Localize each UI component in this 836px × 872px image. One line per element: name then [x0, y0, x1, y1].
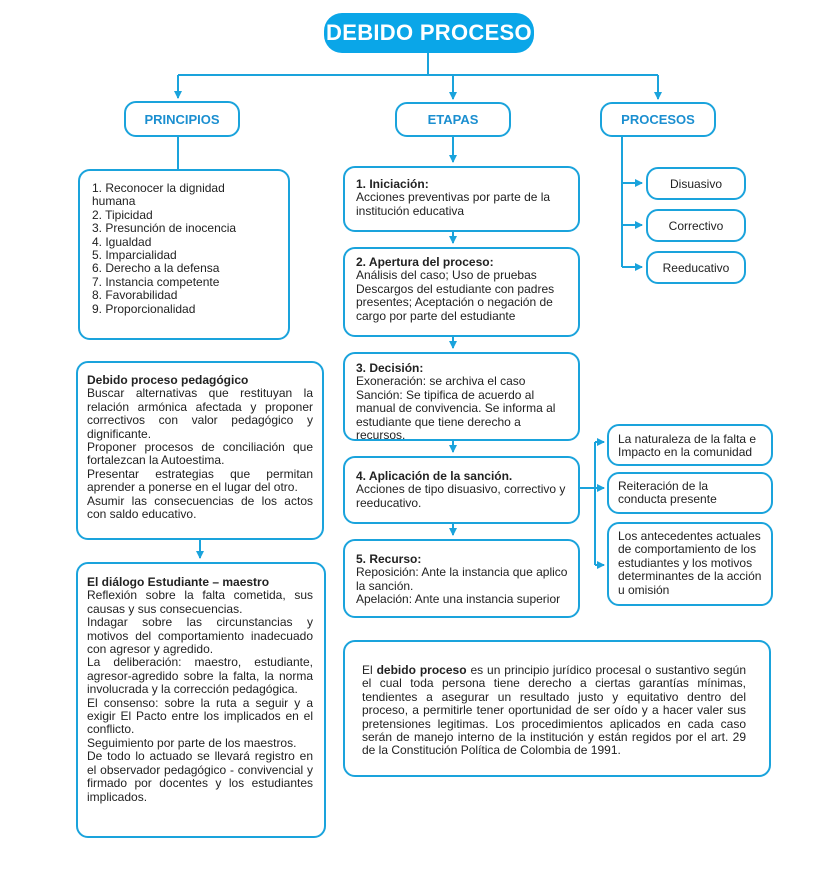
principio-item: humana — [92, 194, 136, 209]
definicion-text: El debido proceso es un principio jurídi… — [362, 663, 747, 758]
dialogo-content: El diálogo Estudiante – maestro Reflexió… — [87, 575, 313, 804]
principio-item: 1. Reconocer la dignidad — [92, 181, 225, 195]
etapa-title: 1. Iniciación: — [356, 177, 429, 191]
criterio-text-1: La naturaleza de la falta e Impacto en l… — [618, 432, 757, 460]
criterio-box-2 — [607, 472, 773, 514]
dialogo-title: El diálogo Estudiante – maestro — [87, 575, 270, 589]
principio-item: 8. Favorabilidad — [92, 288, 178, 303]
etapa-title: 2. Apertura del proceso: — [356, 255, 494, 269]
etapa-line: manual de convivencia. Se informa al — [356, 401, 556, 416]
pedagogico-line: Proponer procesos de conciliación que fo… — [87, 440, 313, 468]
dialogo-line: Reflexión sobre la falta cometida, sus c… — [87, 588, 313, 616]
etapa-line: Acciones preventivas por parte de la — [356, 190, 551, 205]
principio-item: 4. Igualdad — [92, 234, 152, 249]
dialogo-line: El consenso: sobre la ruta a seguir y a … — [87, 695, 313, 737]
diagram-title: DEBIDO PROCESO — [324, 13, 534, 53]
etapa-line: estudiante que tiene derecho a recursos. — [356, 414, 521, 443]
proceso-correctivo: Correctivo — [646, 209, 746, 242]
etapa-line: Análisis del caso; Uso de pruebas — [356, 268, 537, 283]
principio-item: 2. Tipicidad — [92, 207, 153, 222]
etapa-content-3: 3. Decisión: Exoneración: se archiva el … — [356, 361, 572, 443]
etapa-title: 5. Recurso: — [356, 552, 422, 566]
criterio-box-1 — [607, 424, 773, 466]
etapa-line: reeducativo. — [356, 495, 422, 510]
definicion-body: es un principio jurídico procesal o sust… — [362, 663, 747, 758]
header-etapas: ETAPAS — [395, 102, 511, 137]
principios-list: 1. Reconocer la dignidad humana 2. Tipic… — [92, 181, 282, 316]
pedagogico-line: Presentar estrategias que permitan apren… — [87, 466, 313, 495]
dialogo-box — [76, 562, 326, 838]
proceso-disuasivo: Disuasivo — [646, 167, 746, 200]
definicion-prefix: El — [362, 663, 377, 677]
principio-item: 3. Presunción de inocencia — [92, 221, 237, 236]
header-principios: PRINCIPIOS — [124, 101, 240, 137]
pedagogico-box — [76, 361, 324, 540]
etapa-box-5 — [343, 539, 580, 618]
etapa-line: la sanción. — [356, 578, 414, 593]
etapa-content-2: 2. Apertura del proceso: Análisis del ca… — [356, 255, 572, 323]
dialogo-line: Indagar sobre las circunstancias y motiv… — [87, 615, 313, 657]
principio-item: 5. Imparcialidad — [92, 248, 177, 263]
etapa-box-4 — [343, 456, 580, 524]
etapa-content-4: 4. Aplicación de la sanción. Acciones de… — [356, 469, 572, 510]
etapa-content-5: 5. Recurso: Reposición: Ante la instanci… — [356, 552, 572, 607]
etapa-box-3 — [343, 352, 580, 441]
pedagogico-content: Debido proceso pedagógico Buscar alterna… — [87, 373, 313, 522]
principios-box — [78, 169, 290, 340]
pedagogico-line: Asumir las consecuencias de los actos co… — [87, 493, 313, 522]
pedagogico-title: Debido proceso pedagógico — [87, 373, 249, 387]
criterio-text-2: Reiteración de la conducta presente — [618, 479, 717, 507]
etapa-line: Descargos del estudiante con padres — [356, 281, 555, 296]
etapa-line: Acciones de tipo disuasivo, correctivo y — [356, 482, 566, 497]
proceso-reeducativo: Reeducativo — [646, 251, 746, 284]
principio-item: 9. Proporcionalidad — [92, 301, 196, 316]
etapa-line: Exoneración: se archiva el caso — [356, 374, 526, 389]
etapa-line: Sanción: Se tipifica de acuerdo al — [356, 387, 535, 402]
etapa-box-1 — [343, 166, 580, 232]
dialogo-line: La deliberación: maestro, estudiante, ag… — [87, 655, 313, 697]
dialogo-line: Seguimiento por parte de los maestros. — [87, 735, 297, 750]
pedagogico-line: Buscar alternativas que restituyan la re… — [87, 386, 313, 441]
criterio-box-3 — [607, 522, 773, 606]
criterio-text-3: Los antecedentes actuales de comportamie… — [618, 529, 762, 597]
definicion-term: debido proceso — [376, 663, 467, 677]
etapa-line: presentes; Aceptación o negación de — [356, 295, 553, 310]
etapa-box-2 — [343, 247, 580, 337]
etapa-title: 3. Decisión: — [356, 361, 424, 375]
etapa-line: cargo por parte del estudiante — [356, 308, 516, 323]
principio-item: 6. Derecho a la defensa — [92, 261, 220, 276]
etapa-line: institución educativa — [356, 203, 465, 218]
dialogo-line: De todo lo actuado se llevará registro e… — [87, 749, 313, 804]
principio-item: 7. Instancia competente — [92, 274, 220, 289]
etapa-title: 4. Aplicación de la sanción. — [356, 469, 513, 483]
etapa-content-1: 1. Iniciación: Acciones preventivas por … — [356, 177, 572, 218]
etapa-line: Reposición: Ante la instancia que aplico — [356, 565, 568, 580]
header-procesos: PROCESOS — [600, 102, 716, 137]
etapa-line: Apelación: Ante una instancia superior — [356, 592, 561, 607]
definicion-box — [343, 640, 771, 777]
